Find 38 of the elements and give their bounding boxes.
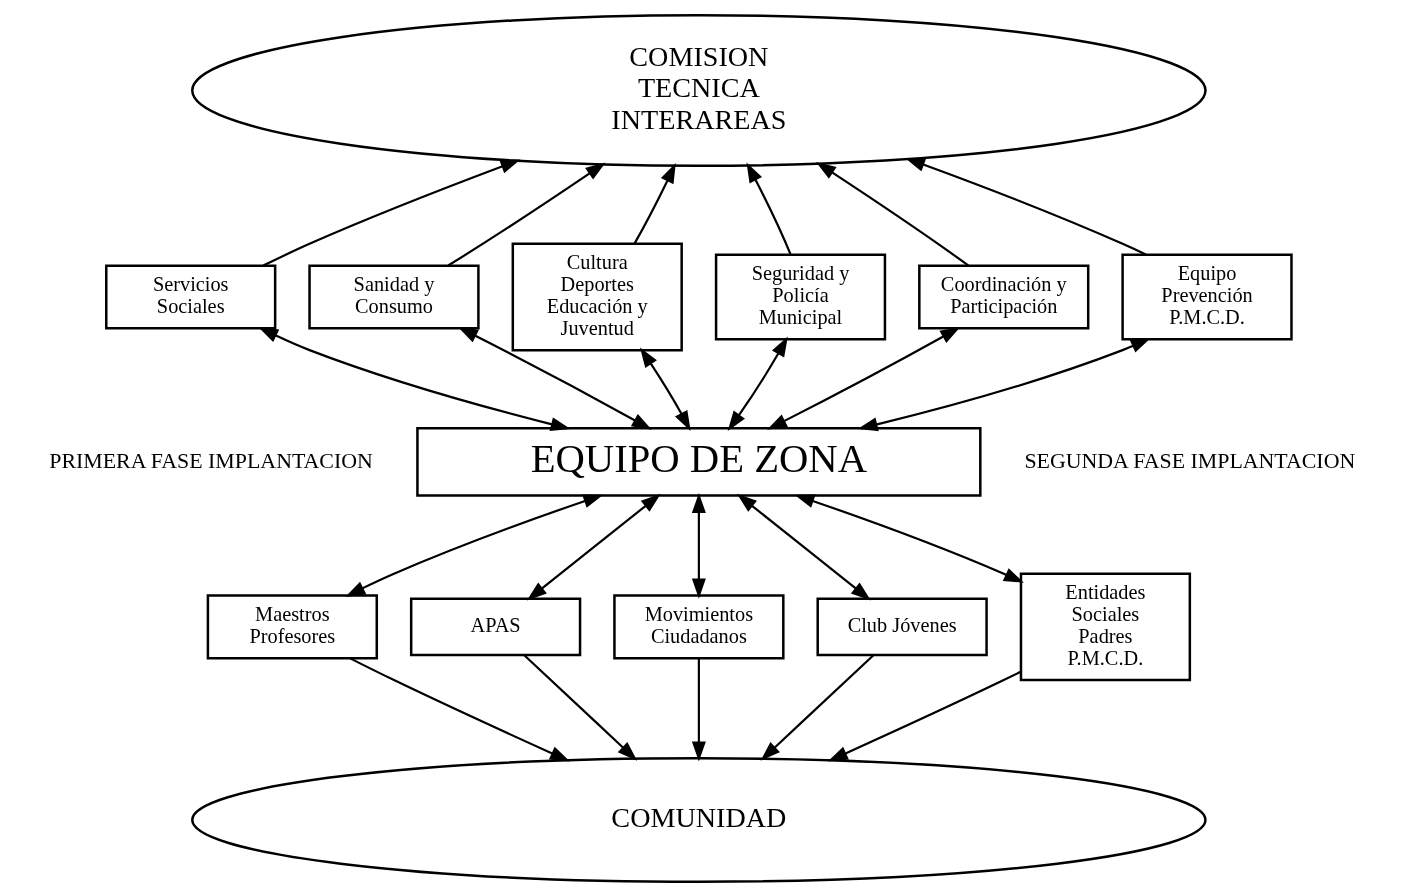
node-ellipse: COMISION TECNICA INTERAREAS	[191, 13, 1207, 167]
node-box: Seguridad y Policía Municipal	[714, 253, 887, 340]
arrow	[523, 653, 638, 761]
arrow	[457, 326, 652, 430]
node-box: Sanidad y Consumo	[308, 263, 480, 329]
arrow	[827, 670, 1022, 761]
arrow	[794, 494, 1024, 583]
node-box: APAS	[409, 597, 582, 656]
label: SEGUNDA FASE IMPLANTACION	[1024, 447, 1356, 473]
arrow	[691, 492, 706, 599]
node-box: Cultura Deportes Educación y Juventud	[511, 242, 683, 351]
node-box: Movimientos Ciudadanos	[613, 593, 785, 659]
node-box: Servicios Sociales	[105, 263, 277, 329]
node-box: Maestros Profesores	[206, 593, 378, 659]
arrow	[766, 326, 961, 430]
arrow	[447, 161, 606, 266]
arrow	[262, 159, 521, 267]
node-box: Club Jóvenes	[816, 597, 988, 656]
arrow	[345, 494, 604, 597]
arrow	[746, 162, 792, 255]
arrow	[736, 493, 871, 600]
arrow	[727, 336, 788, 431]
arrow	[526, 493, 661, 600]
node-box: Equipo Prevención P.M.C.D.	[1121, 253, 1293, 340]
arrow	[633, 162, 676, 244]
node-box: Coordinación y Participación	[918, 263, 1090, 329]
node-ellipse: COMUNIDAD	[191, 756, 1207, 883]
arrow	[639, 346, 691, 431]
label: PRIMERA FASE IMPLANTACION	[49, 447, 373, 473]
arrow	[905, 157, 1147, 255]
arrow	[857, 337, 1151, 431]
arrow	[691, 658, 706, 761]
arrow	[349, 656, 570, 761]
arrow	[760, 653, 875, 761]
arrow	[258, 326, 571, 431]
node-box: EQUIPO DE ZONA	[416, 426, 982, 497]
arrow	[815, 161, 970, 266]
node-box: Entidades Sociales Padres P.M.C.D.	[1019, 571, 1192, 681]
